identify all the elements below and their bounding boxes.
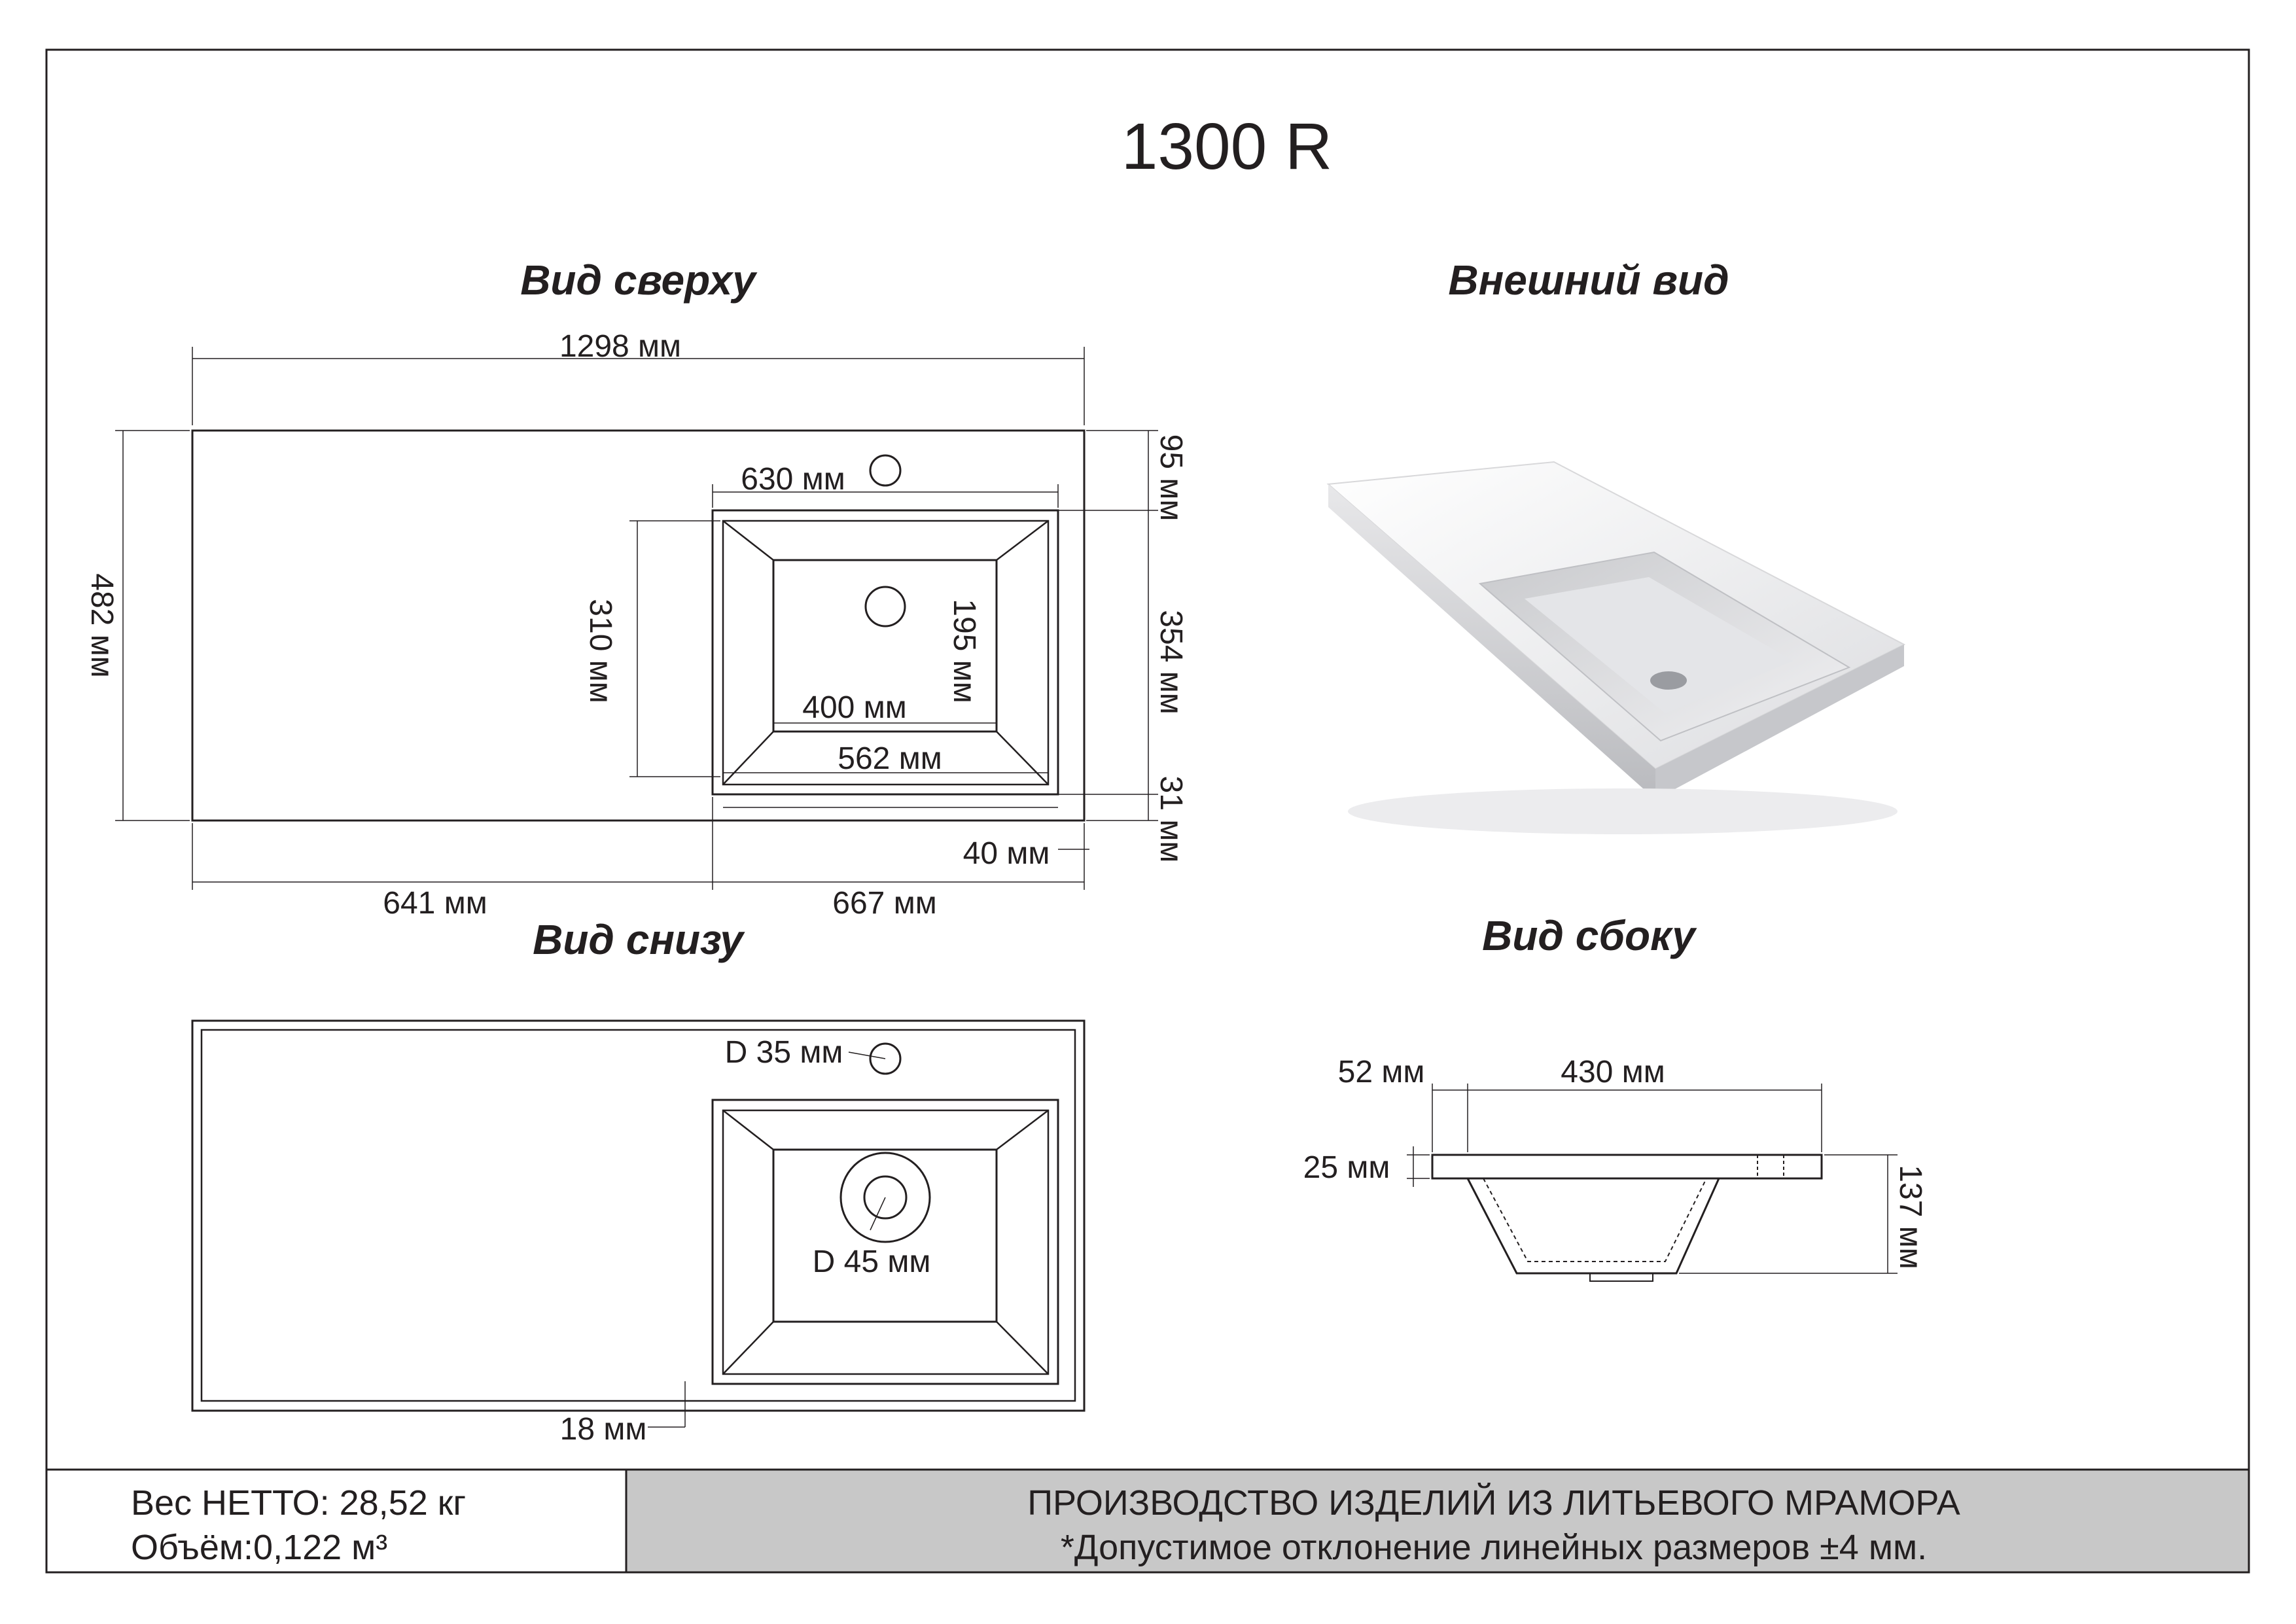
- sheet-frame: [45, 48, 2250, 1574]
- dim-bowl-inner-depth: 195 мм: [947, 599, 981, 703]
- top-view-bowl-rim: [722, 520, 1050, 786]
- footer-tolerance: *Допустимое отклонение линейных размеров…: [1061, 1528, 1927, 1567]
- dim-right-edge: 40 мм: [963, 836, 1050, 871]
- dim-left-part: 641 мм: [383, 886, 487, 921]
- bottom-view-bowl-bottom: [772, 1148, 998, 1323]
- dim-front-edge: 31 мм: [1154, 776, 1188, 863]
- render-bowl-inner: [1525, 577, 1793, 713]
- bottom-view-outline: [191, 1019, 1086, 1412]
- bottom-view-bowl-rim: [722, 1109, 1050, 1375]
- bottom-view-bowl-outer: [711, 1099, 1059, 1385]
- render-shadow: [1348, 788, 1898, 834]
- heading-bottom-view: Вид снизу: [533, 916, 745, 963]
- drawing-title: 1300 R: [1122, 110, 1332, 183]
- tap-hole: [869, 454, 902, 487]
- exterior-render: [1326, 461, 1906, 834]
- footer-info-box: [625, 1468, 2250, 1574]
- dim-bowl-outer-width: 630 мм: [741, 462, 845, 497]
- top-view-bowl-outer: [711, 509, 1059, 796]
- side-view: [1407, 1084, 1898, 1282]
- bottom-view: [191, 1019, 1086, 1428]
- top-view: [115, 347, 1158, 890]
- bowl-slope: [996, 1110, 1049, 1150]
- dim-bowl-mid-width: 562 мм: [838, 741, 942, 776]
- side-view-slab: [1431, 1154, 1823, 1180]
- dim-overall-depth: 482 мм: [84, 573, 119, 677]
- footer-company: ПРОИЗВОДСТВО ИЗДЕЛИЙ ИЗ ЛИТЬЕВОГО МРАМОР…: [1027, 1483, 1960, 1523]
- dim-back-edge: 95 мм: [1154, 434, 1188, 521]
- bowl-slope: [722, 1321, 774, 1375]
- dim-tap-hole: D 35 мм: [725, 1035, 843, 1070]
- dim-overall-width: 1298 мм: [559, 329, 681, 364]
- drain-hole: [863, 1175, 908, 1220]
- bowl-slope: [722, 520, 774, 561]
- dim-side-bowl-length: 430 мм: [1561, 1055, 1665, 1089]
- tap-hole: [869, 1042, 902, 1075]
- dim-rim: 18 мм: [560, 1412, 647, 1447]
- bottom-view-rim: [200, 1029, 1076, 1402]
- render-slab-side: [1655, 644, 1904, 800]
- render-slab-front: [1328, 484, 1655, 800]
- drain-flange: [839, 1152, 931, 1243]
- bowl-slope: [996, 731, 1049, 785]
- dim-side-offset: 52 мм: [1338, 1055, 1425, 1089]
- bowl-slope: [996, 1321, 1049, 1375]
- heading-exterior-view: Внешний вид: [1448, 256, 1729, 304]
- heading-top-view: Вид сверху: [520, 256, 758, 304]
- side-view-bowl: [1466, 1178, 1720, 1275]
- dim-right-part: 667 мм: [832, 886, 936, 921]
- dim-side-total-height: 137 мм: [1893, 1165, 1928, 1269]
- render-drain: [1650, 671, 1687, 690]
- dim-bowl-outer-depth: 310 мм: [583, 599, 618, 703]
- dim-side-slab-thickness: 25 мм: [1303, 1150, 1390, 1185]
- leader-line: [870, 1197, 886, 1231]
- dim-drain-hole: D 45 мм: [813, 1244, 931, 1279]
- leader-line: [848, 1051, 886, 1059]
- side-view-drain: [1589, 1273, 1653, 1282]
- top-view-outline: [191, 429, 1086, 822]
- dim-bowl-side-depth: 354 мм: [1154, 610, 1188, 714]
- dim-bowl-inner-width: 400 мм: [802, 690, 906, 725]
- bowl-slope: [722, 1110, 774, 1150]
- footer-weight: Вес НЕТТО: 28,52 кг: [131, 1483, 466, 1523]
- footer-volume: Объём:0,122 м³: [131, 1528, 387, 1567]
- heading-side-view: Вид сбоку: [1482, 912, 1697, 959]
- side-view-bowl-inner: [1483, 1178, 1707, 1262]
- bowl-slope: [996, 520, 1049, 561]
- bowl-slope: [722, 731, 774, 785]
- drain-hole: [864, 586, 906, 627]
